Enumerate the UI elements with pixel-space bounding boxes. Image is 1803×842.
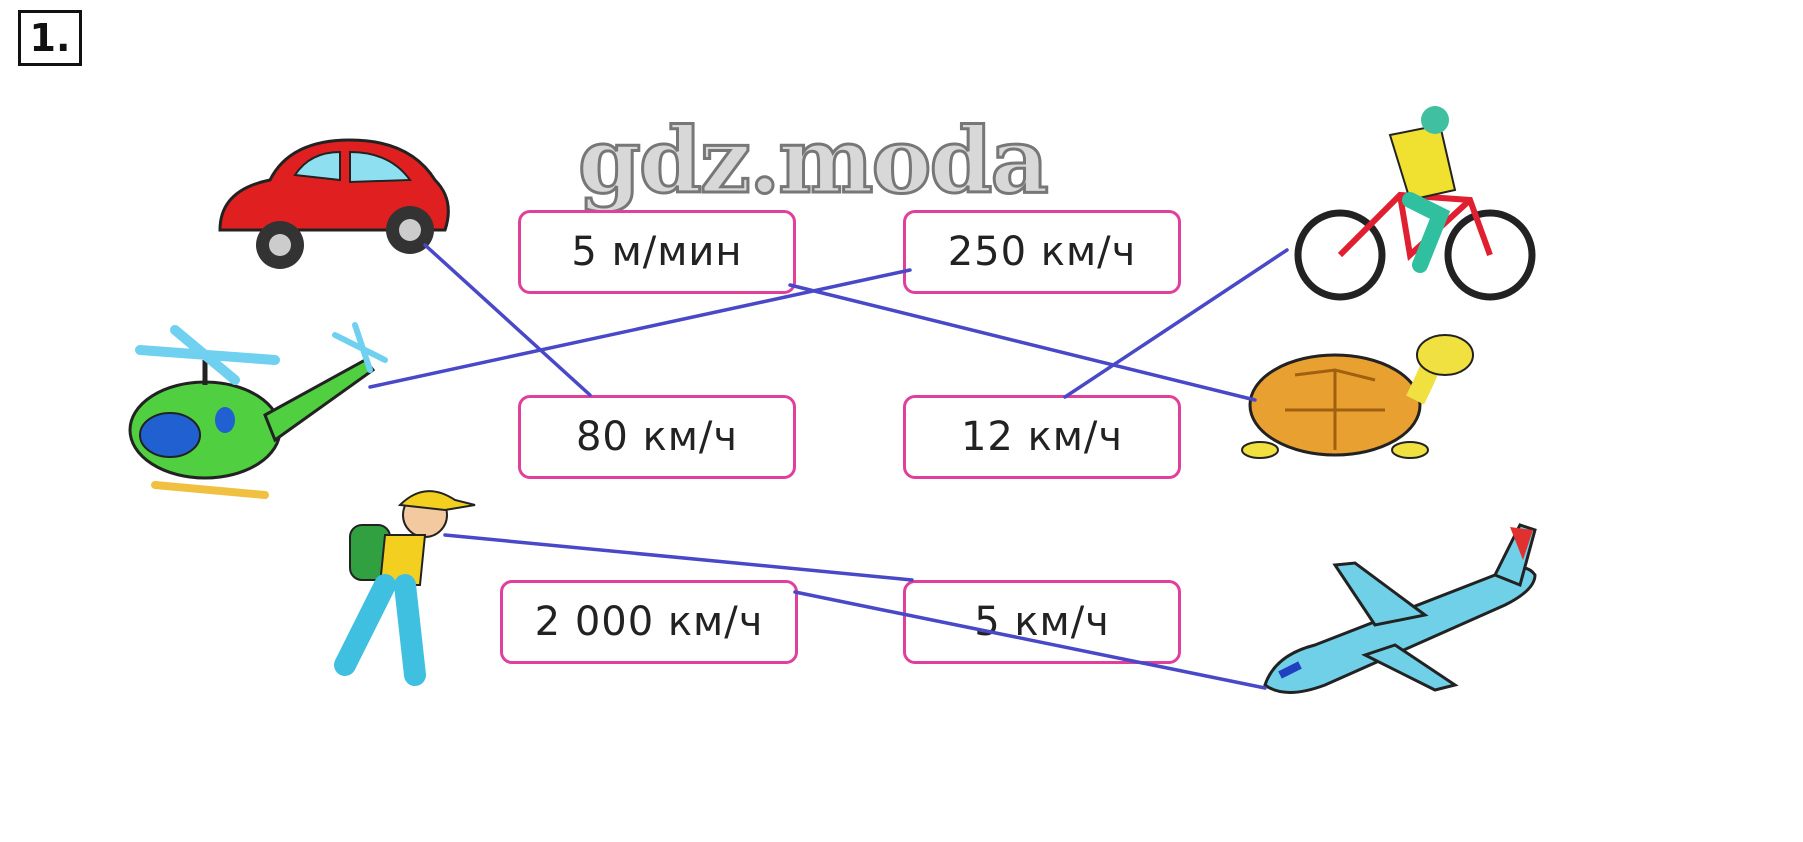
line-5mmin-turtle [788, 283, 1257, 402]
line-2000-airplane [793, 590, 1267, 690]
watermark: gdz.moda [577, 107, 1051, 216]
bicycle-picture [1294, 106, 1536, 301]
line-helicopter-250 [368, 268, 912, 389]
line-walker-5kmh [443, 533, 914, 582]
turtle-picture [1241, 334, 1474, 459]
line-car-80 [423, 243, 592, 397]
speed-box-2000-km-h: 2 000 км/ч [500, 580, 798, 664]
speed-box-250-km-h: 250 км/ч [903, 210, 1181, 294]
speed-box-80-km-h: 80 км/ч [518, 395, 796, 479]
car-picture [218, 138, 450, 269]
speed-box-12-km-h: 12 км/ч [903, 395, 1181, 479]
helicopter-picture [128, 322, 388, 499]
walker-picture [334, 490, 476, 686]
speed-box-5-m-min: 5 м/мин [518, 210, 796, 294]
exercise-number: 1. [18, 10, 82, 66]
airplane-picture [1263, 523, 1537, 694]
line-bicycle-12 [1063, 248, 1289, 399]
